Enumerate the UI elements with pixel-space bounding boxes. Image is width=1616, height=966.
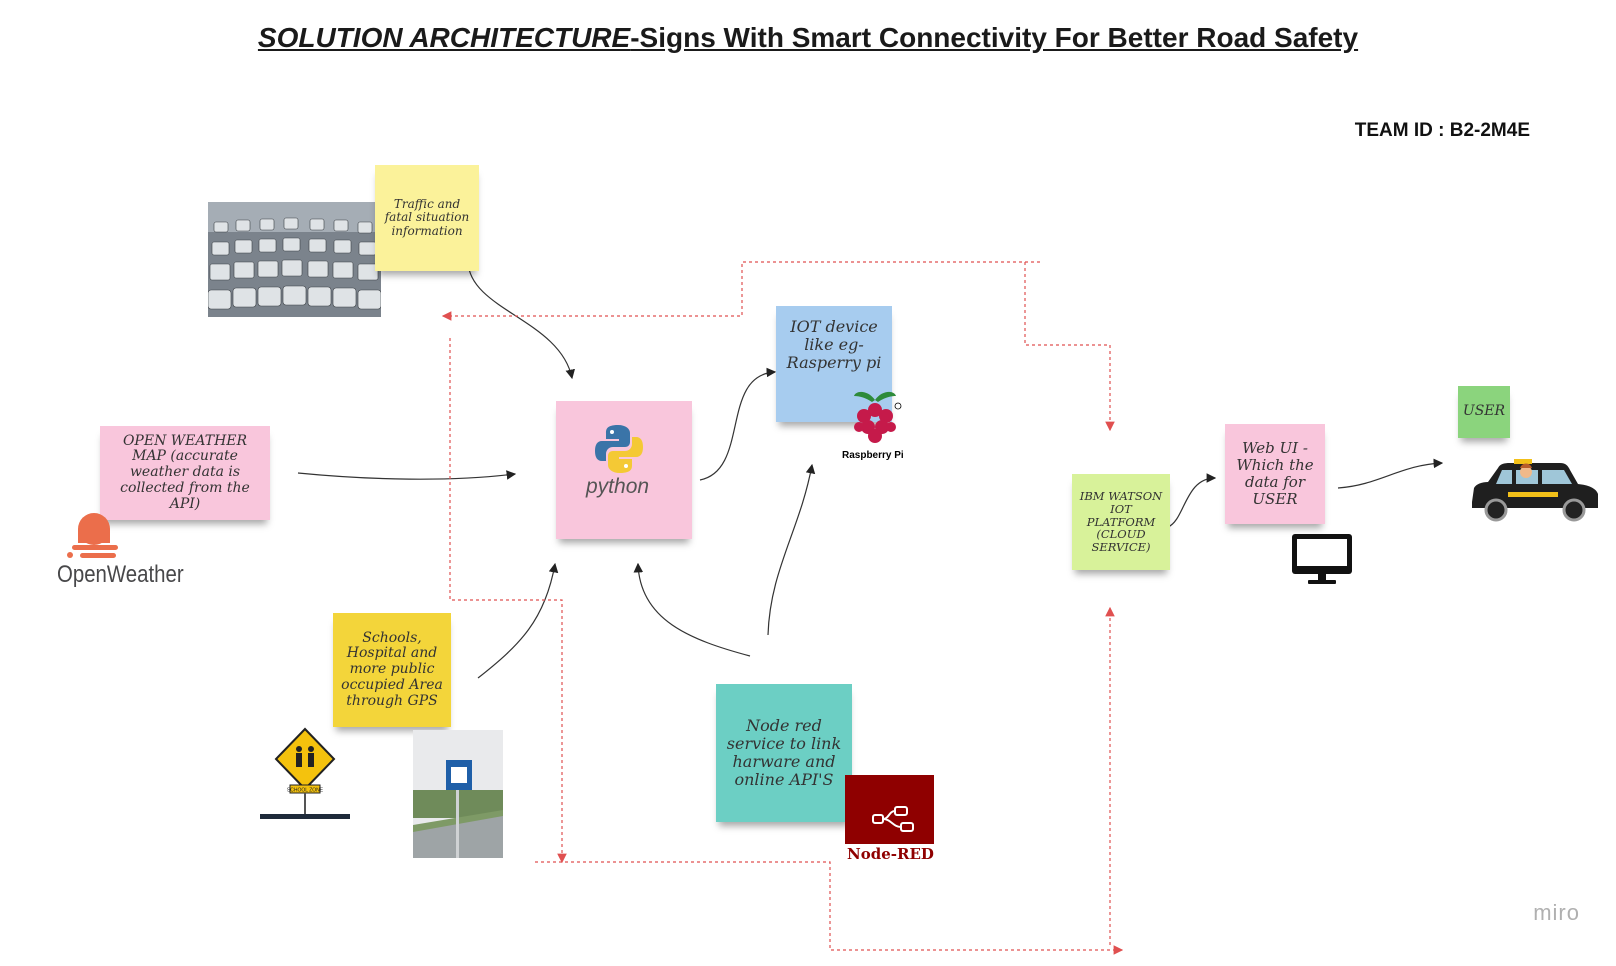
node-red-label: Node-RED [847, 845, 934, 863]
openweather-icon [67, 513, 118, 558]
traffic-photo [208, 202, 381, 317]
school-zone-sign-icon: SCHOOL ZONE [260, 727, 350, 819]
openweather-label: OpenWeather [57, 561, 184, 588]
raspberry-pi-logo: Raspberry Pi [842, 388, 912, 466]
connector-webui-user [1337, 458, 1444, 489]
connector-weather-python [297, 470, 517, 480]
note-ibm[interactable]: IBM WATSON IOT PLATFORM (CLOUD SERVICE) [1072, 474, 1170, 570]
python-logo-icon [595, 425, 643, 473]
dashed-left-vertical [449, 338, 567, 864]
node-red-icon [872, 806, 914, 832]
note-schools-text: Schools, Hospital and more public occupi… [341, 629, 443, 709]
note-traffic-text: Traffic and fatal situation information [384, 196, 470, 238]
connector-ibm-webui [1167, 473, 1217, 528]
taxi-driver-image [1468, 458, 1600, 526]
note-user[interactable]: USER [1458, 386, 1510, 438]
note-iot[interactable]: IOT device like eg- Rasperry pi [776, 306, 892, 422]
connector-traffic-python [467, 261, 575, 380]
raspberry-pi-icon [854, 391, 902, 443]
title-italic: SOLUTION ARCHITECTURE [257, 22, 631, 53]
hospital-road-photo-icon [413, 730, 503, 858]
connector-schools-python [477, 562, 559, 679]
note-weather[interactable]: OPEN WEATHER MAP (accurate weather data … [100, 426, 270, 520]
connector-nodered-python [633, 562, 751, 657]
page-title: SOLUTION ARCHITECTURE-Signs With Smart C… [0, 22, 1616, 54]
note-iot-text: IOT device like eg- Rasperry pi [786, 317, 882, 372]
monitor-icon-svg [1292, 534, 1352, 584]
note-traffic[interactable]: Traffic and fatal situation information [375, 165, 479, 271]
openweather-logo: OpenWeather [57, 507, 187, 593]
taxi-driver-icon [1472, 459, 1598, 522]
dashed-top-right [1024, 262, 1115, 432]
raspberry-pi-label: Raspberry Pi [842, 450, 904, 461]
school-zone-text: SCHOOL ZONE [287, 788, 324, 794]
note-nodered-text: Node red service to link harware and onl… [726, 716, 842, 789]
note-nodered[interactable]: Node red service to link harware and onl… [716, 684, 852, 822]
dashed-loop-top [441, 261, 1040, 321]
note-webui-text: Web UI - Which the data for USER [1236, 439, 1314, 508]
note-python[interactable]: python [556, 401, 692, 539]
note-webui[interactable]: Web UI - Which the data for USER [1225, 424, 1325, 524]
hospital-road-photo [413, 730, 503, 858]
note-weather-text: OPEN WEATHER MAP (accurate weather data … [120, 432, 250, 512]
monitor-icon [1290, 532, 1354, 586]
python-label: python [586, 475, 650, 498]
team-id: TEAM ID : B2-2M4E [1354, 120, 1530, 141]
note-ibm-text: IBM WATSON IOT PLATFORM (CLOUD SERVICE) [1079, 488, 1163, 555]
miro-watermark: miro [1533, 900, 1580, 925]
title-rest: -Signs With Smart Connectivity For Bette… [630, 22, 1359, 53]
traffic-photo-icon [208, 202, 381, 317]
note-user-text: USER [1462, 403, 1506, 420]
school-zone-sign: SCHOOL ZONE [260, 727, 350, 823]
node-red-logo: Node-RED [845, 775, 934, 865]
dashed-bottom [535, 861, 1124, 955]
connector-nodered-iot [767, 463, 816, 636]
connector-python-iot [699, 367, 777, 481]
note-schools[interactable]: Schools, Hospital and more public occupi… [333, 613, 451, 727]
